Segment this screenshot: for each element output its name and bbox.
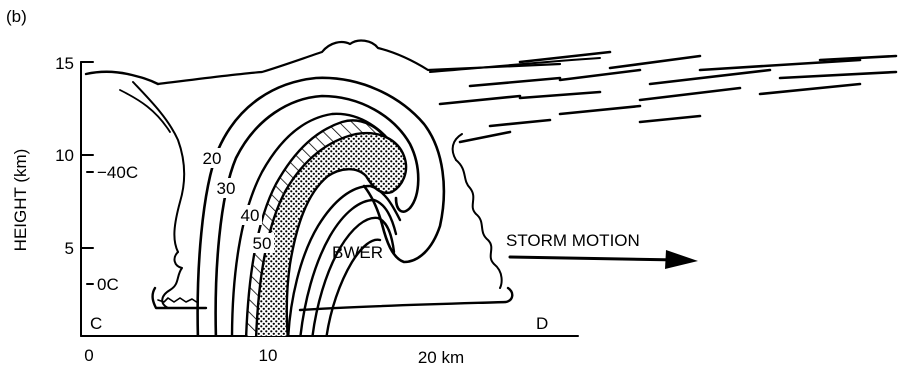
y-tick-label-10: 10 (55, 146, 74, 165)
endpoint-c: C (90, 314, 102, 333)
temp-label-0c: 0C (97, 275, 119, 294)
y-axis-label: HEIGHT (km) (11, 149, 30, 252)
x-tick-label-10: 10 (259, 346, 278, 365)
contour-label-50: 50 (253, 234, 272, 253)
contour-label-20: 20 (203, 149, 222, 168)
temperature-levels: −40C 0C (87, 163, 138, 294)
x-axis: 0 10 20 km (81, 336, 578, 367)
temp-label-minus40: −40C (97, 163, 138, 182)
storm-motion-arrow (510, 250, 698, 269)
y-axis: 15 10 5 HEIGHT (km) (11, 54, 93, 336)
storm-motion-label: STORM MOTION (506, 231, 640, 250)
contour-labels: 20 30 40 50 (200, 148, 274, 253)
x-tick-label-20: 20 km (418, 348, 464, 367)
contour-label-30: 30 (217, 179, 236, 198)
inner-contour-3 (312, 218, 394, 340)
endpoint-d: D (536, 314, 548, 333)
bwer-label: BWER (332, 243, 383, 262)
reflectivity-contours (198, 78, 444, 340)
panel-label: (b) (6, 7, 27, 26)
x-tick-label-0: 0 (84, 346, 93, 365)
contour-label-40: 40 (241, 206, 260, 225)
y-tick-label-5: 5 (65, 239, 74, 258)
y-tick-label-15: 15 (55, 54, 74, 73)
